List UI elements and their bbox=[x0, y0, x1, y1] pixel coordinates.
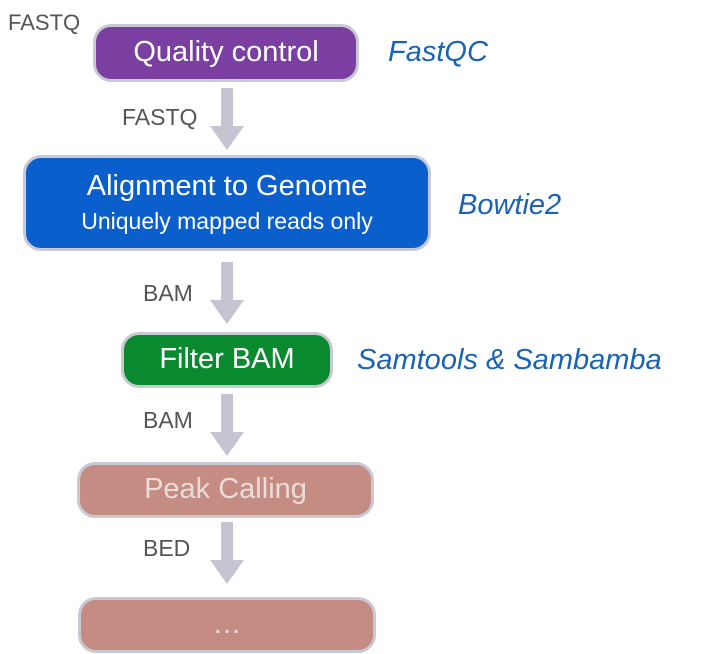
edge-label-bam: BAM bbox=[143, 407, 193, 433]
step-title: … bbox=[212, 608, 242, 641]
step-title: Alignment to Genome bbox=[86, 170, 368, 203]
arrow-head bbox=[210, 560, 244, 584]
step-alignment: Alignment to Genome Uniquely mapped read… bbox=[23, 155, 431, 251]
arrow-shaft bbox=[221, 262, 233, 302]
step-filter-bam: Filter BAM bbox=[121, 332, 333, 388]
step-continuation: … bbox=[78, 597, 376, 653]
edge-label-bed: BED bbox=[143, 535, 191, 561]
arrow-shaft bbox=[221, 88, 233, 128]
arrow-down-icon bbox=[210, 394, 244, 456]
arrow-head bbox=[210, 126, 244, 150]
arrow-down-icon bbox=[210, 262, 244, 324]
tool-samtools-sambamba: Samtools & Sambamba bbox=[357, 344, 662, 376]
edge-label-fastq: FASTQ bbox=[122, 104, 198, 130]
step-peak-calling: Peak Calling bbox=[77, 462, 374, 518]
step-title: Filter BAM bbox=[159, 343, 295, 376]
arrow-head bbox=[210, 432, 244, 456]
step-subtitle: Uniquely mapped reads only bbox=[81, 208, 373, 235]
tool-fastqc: FastQC bbox=[388, 36, 488, 68]
tool-bowtie2: Bowtie2 bbox=[458, 189, 562, 221]
arrow-shaft bbox=[221, 394, 233, 434]
step-title: Peak Calling bbox=[144, 473, 307, 506]
arrow-shaft bbox=[221, 522, 233, 562]
step-quality-control: Quality control bbox=[93, 24, 359, 82]
arrow-head bbox=[210, 300, 244, 324]
step-title: Quality control bbox=[133, 36, 319, 69]
arrow-down-icon bbox=[210, 522, 244, 584]
arrow-down-icon bbox=[210, 88, 244, 150]
input-format-label: FASTQ bbox=[8, 10, 81, 35]
edge-label-bam: BAM bbox=[143, 280, 193, 306]
